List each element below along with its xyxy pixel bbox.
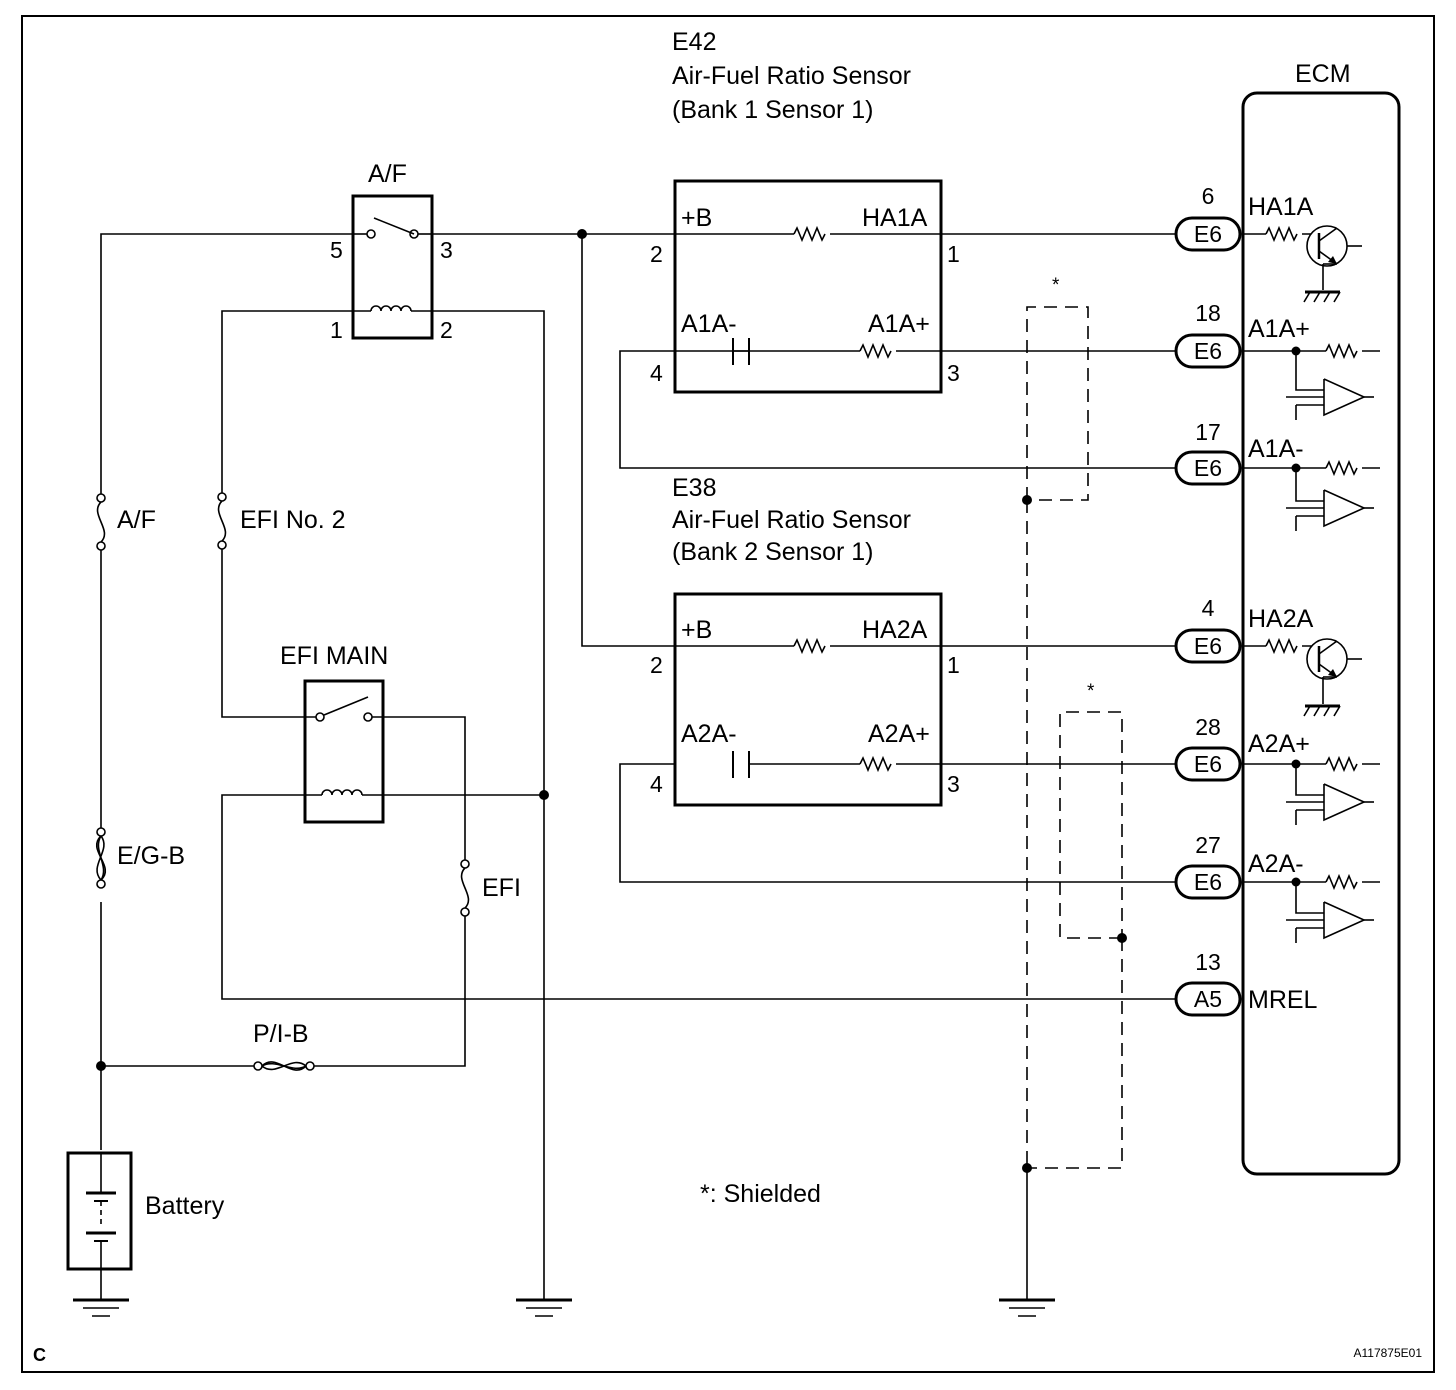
e42-heater-label: HA1A (862, 204, 928, 232)
ecm-connector-code: A5 (1194, 986, 1222, 1012)
diagram-border (21, 15, 1435, 1373)
e38-plus-b: +B (681, 616, 712, 644)
ecm-pin-number: 17 (1195, 419, 1221, 445)
sensor2-code: E38 (672, 474, 716, 502)
wires (100, 233, 1176, 1300)
af-pin-2: 2 (440, 317, 453, 343)
sensor-e42: +B HA1A A1A- A1A+ 2 1 4 3 (650, 179, 960, 394)
sensor-e38: +B HA2A A2A- A2A+ 2 1 4 3 (650, 592, 960, 807)
battery: Battery (66, 1151, 225, 1271)
ecm-internal-heater1 (1243, 224, 1362, 303)
e42-pin-1: 1 (947, 241, 960, 267)
e38-pos-label: A2A+ (868, 720, 930, 748)
shield-sensor1: * (1026, 275, 1089, 1168)
e42-plus-b: +B (681, 204, 712, 232)
ground-battery (71, 1298, 131, 1318)
e38-pin-4: 4 (650, 771, 663, 797)
figure-id: A117875E01 (1353, 1346, 1422, 1360)
ecm-signal-label: HA2A (1248, 605, 1314, 633)
ecm-label: ECM (1295, 60, 1351, 88)
af-relay-label: A/F (368, 160, 407, 188)
ecm-internal-a2a-plus (1243, 755, 1380, 825)
ecm-internal-a1a-plus (1243, 342, 1380, 420)
ecm-pin-number: 6 (1202, 183, 1215, 209)
e42-pin-3: 3 (947, 360, 960, 386)
ecm-block: ECM (1241, 60, 1401, 1176)
af-pin-1: 1 (330, 317, 343, 343)
efi-main-label: EFI MAIN (280, 642, 388, 670)
e38-pin-3: 3 (947, 771, 960, 797)
ecm-pin-a1a-minus: 17 E6 A1A- (1174, 419, 1304, 486)
ecm-internal-a1a-minus (1243, 459, 1380, 531)
ecm-pin-a1a-plus: 18 E6 A1A+ (1174, 300, 1310, 369)
shield-sensor2: * (1027, 681, 1123, 1169)
e42-pin-4: 4 (650, 360, 663, 386)
e42-pos-label: A1A+ (868, 310, 930, 338)
fuse-af-label: A/F (117, 506, 156, 534)
e42-pin-2: 2 (650, 241, 663, 267)
ecm-pin-ha2a: 4 E6 HA2A (1174, 595, 1314, 664)
e38-neg-label: A2A- (681, 720, 737, 748)
shield1-asterisk: * (1052, 275, 1060, 296)
battery-label: Battery (145, 1192, 225, 1220)
fuse-egb: E/G-B (95, 827, 185, 889)
ecm-connector-code: E6 (1194, 633, 1222, 659)
ecm-pin-number: 28 (1195, 714, 1221, 740)
fuse-efi: EFI (460, 859, 521, 917)
ecm-pin-a2a-plus: 28 E6 A2A+ (1174, 714, 1310, 782)
e38-heater-label: HA2A (862, 616, 928, 644)
ecm-pin-a2a-minus: 27 E6 A2A- (1174, 832, 1304, 900)
ecm-signal-label: A2A+ (1248, 730, 1310, 758)
ecm-signal-label: A1A+ (1248, 315, 1310, 343)
af-pin-5: 5 (330, 237, 343, 263)
sensor1-position: (Bank 1 Sensor 1) (672, 96, 874, 124)
ecm-pin-number: 13 (1195, 949, 1221, 975)
af-pin-3: 3 (440, 237, 453, 263)
ecm-internal-a2a-minus (1243, 873, 1380, 943)
fuse-pib: P/I-B (253, 1020, 315, 1071)
fuse-pib-label: P/I-B (253, 1020, 309, 1048)
fuse-efi-no2: EFI No. 2 (217, 492, 346, 550)
fuse-efi-label: EFI (482, 874, 521, 902)
ecm-connector-code: E6 (1194, 455, 1222, 481)
ecm-pin-ha1a: 6 E6 HA1A (1174, 183, 1314, 252)
corner-letter: C (33, 1345, 46, 1365)
ecm-connector-code: E6 (1194, 221, 1222, 247)
shielded-note: *: Shielded (700, 1180, 821, 1208)
sensor1-name: Air-Fuel Ratio Sensor (672, 62, 911, 90)
ecm-signal-label: A1A- (1248, 435, 1304, 463)
e38-pin-1: 1 (947, 652, 960, 678)
ground-shield (997, 1298, 1057, 1318)
shield2-asterisk: * (1087, 681, 1095, 702)
sensor1-title: E42 Air-Fuel Ratio Sensor (Bank 1 Sensor… (672, 28, 911, 124)
e42-neg-label: A1A- (681, 310, 737, 338)
fuse-egb-label: E/G-B (117, 842, 185, 870)
ecm-signal-label: HA1A (1248, 193, 1314, 221)
sensor2-position: (Bank 2 Sensor 1) (672, 538, 874, 566)
ecm-connector-code: E6 (1194, 751, 1222, 777)
fuse-efi-no2-label: EFI No. 2 (240, 506, 346, 534)
sensor1-code: E42 (672, 28, 716, 56)
junctions (96, 229, 1127, 1173)
ground-relay (514, 1298, 574, 1318)
ecm-connector-code: E6 (1194, 869, 1222, 895)
ecm-signal-label: A2A- (1248, 850, 1304, 878)
af-relay: A/F 5 3 1 2 (330, 160, 453, 343)
e38-pin-2: 2 (650, 652, 663, 678)
sensor2-title: E38 Air-Fuel Ratio Sensor (Bank 2 Sensor… (672, 474, 911, 566)
fuse-af: A/F (96, 493, 156, 551)
ecm-pin-mrel: 13 A5 MREL (1174, 949, 1318, 1017)
sensor2-name: Air-Fuel Ratio Sensor (672, 506, 911, 534)
ecm-pin-number: 4 (1202, 595, 1215, 621)
ecm-pin-number: 18 (1195, 300, 1221, 326)
ecm-signal-label: MREL (1248, 986, 1318, 1014)
ecm-connector-code: E6 (1194, 338, 1222, 364)
ecm-pin-number: 27 (1195, 832, 1221, 858)
ecm-internal-heater2 (1243, 637, 1362, 717)
